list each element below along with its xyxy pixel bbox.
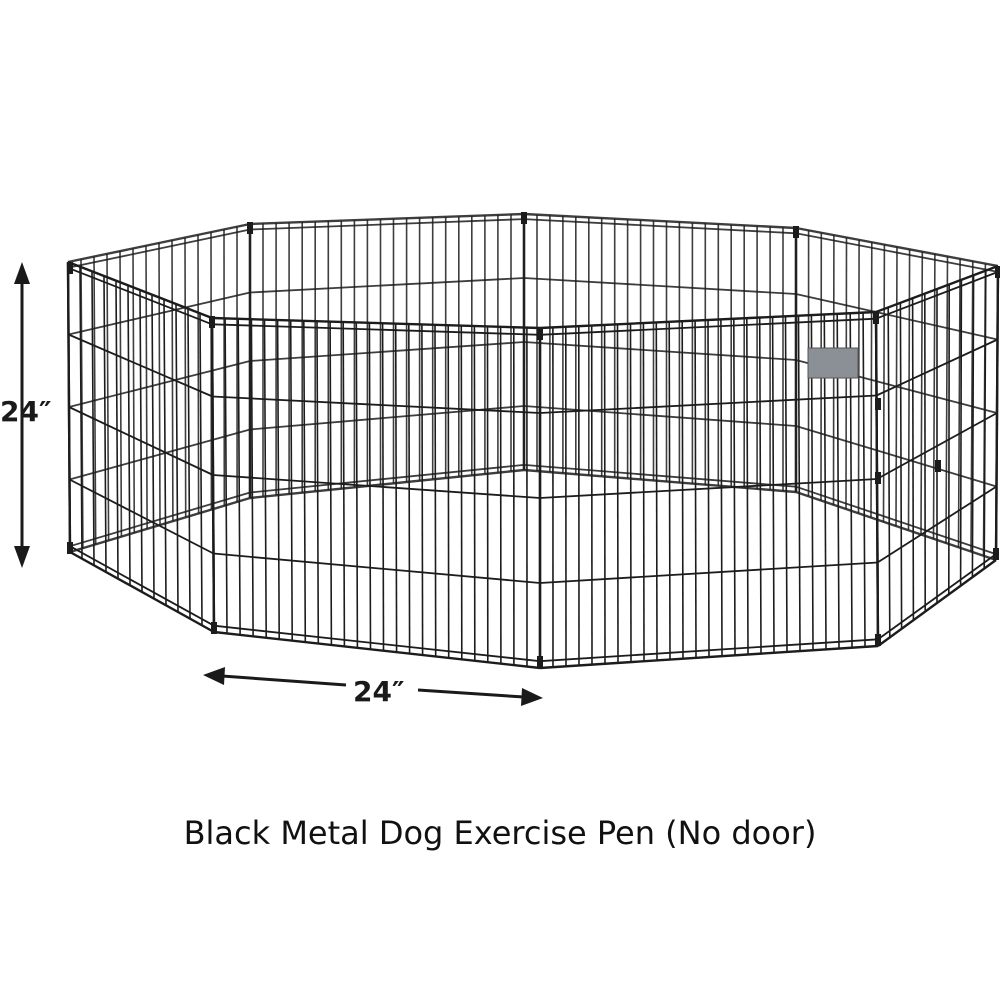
front-panel-2 xyxy=(210,316,542,670)
horizontal-dimension-arrow xyxy=(203,667,543,706)
panel-clip xyxy=(875,472,881,484)
panel-clip xyxy=(995,266,1000,278)
width-dimension-label: 24″ xyxy=(353,675,405,708)
panel-clip xyxy=(209,316,215,328)
back-panel-2 xyxy=(249,468,525,500)
panel-clip xyxy=(873,312,879,324)
front-panel-2 xyxy=(213,630,541,670)
back-panel-3 xyxy=(523,468,797,494)
panel-clip xyxy=(537,656,543,668)
panel-clip xyxy=(247,222,253,234)
id-tag-plate xyxy=(807,347,859,379)
panel-clip xyxy=(875,634,881,646)
front-panel-4 xyxy=(877,559,997,647)
height-dimension-label: 24″ xyxy=(0,395,52,428)
panel-clip xyxy=(521,212,527,224)
pen-clips xyxy=(67,212,1000,668)
panel-clip xyxy=(793,226,799,238)
front-panel-3 xyxy=(538,310,880,670)
front-panel-1 xyxy=(69,550,215,634)
front-panel-3 xyxy=(539,644,879,670)
panel-clip xyxy=(875,398,881,410)
back-panel-2 xyxy=(248,212,526,500)
vertical-dimension-arrow xyxy=(14,262,30,568)
panel-clip xyxy=(211,622,217,634)
pen-back-panels xyxy=(66,212,1000,562)
panel-clip xyxy=(537,328,543,340)
back-panel-1 xyxy=(66,222,252,554)
back-panel-4 xyxy=(795,490,997,562)
panel-clip xyxy=(67,542,73,554)
front-panel-1 xyxy=(66,260,216,634)
product-caption: Black Metal Dog Exercise Pen (No door) xyxy=(183,814,817,852)
panel-clip xyxy=(993,548,999,560)
back-panel-3 xyxy=(522,212,798,494)
pen-front-panels xyxy=(66,260,1000,670)
panel-clip xyxy=(67,262,73,274)
panel-clip xyxy=(935,460,941,472)
